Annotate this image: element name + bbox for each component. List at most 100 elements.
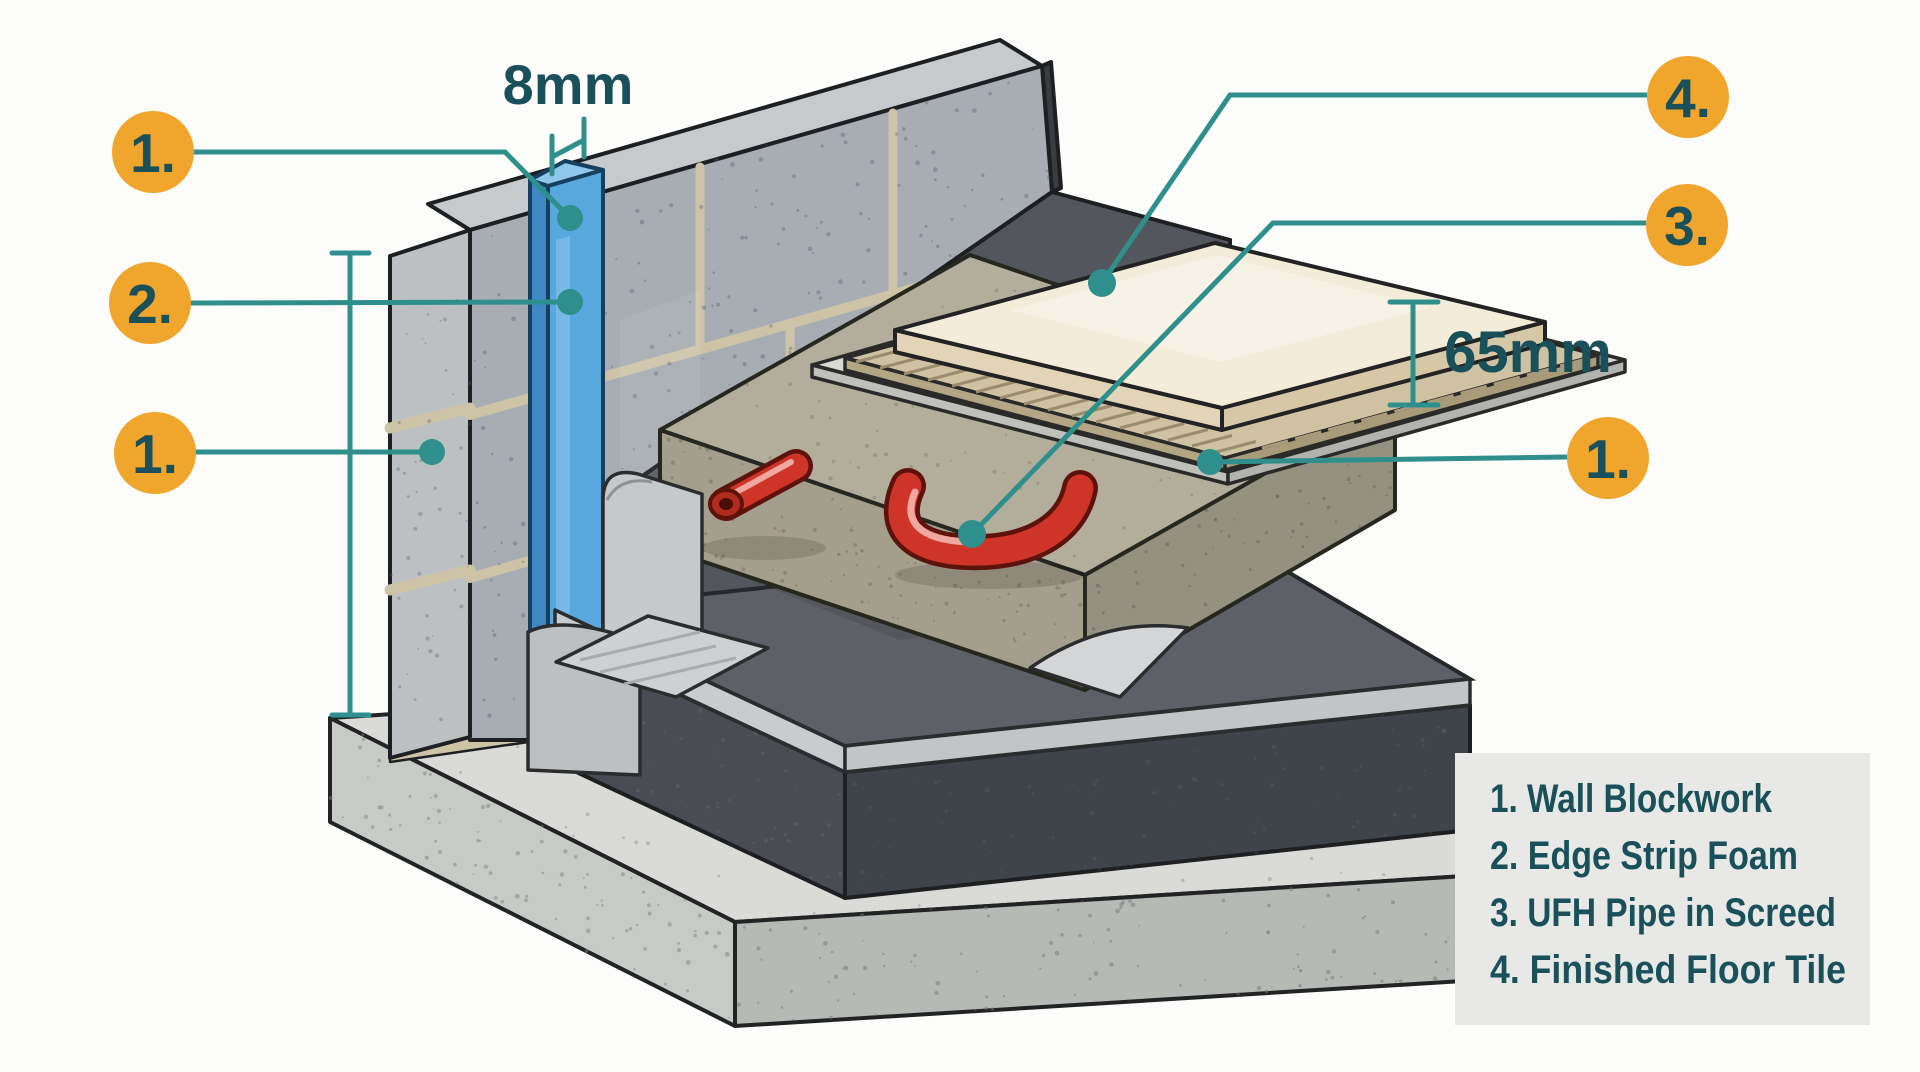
speckle [650,790,653,794]
speckle [620,467,623,470]
speckle [402,471,407,475]
speckle [540,824,544,828]
callout-circles [109,56,1729,499]
speckle [1204,508,1209,513]
speckle [1036,481,1040,485]
speckle [1193,573,1196,576]
speckle [768,928,773,932]
speckle [740,235,745,240]
speckle [880,875,883,878]
speckle [859,211,863,216]
speckle [1168,477,1171,480]
speckle [743,926,746,929]
speckle [716,302,721,307]
speckle [828,476,833,481]
speckle [705,447,710,452]
speckle [883,452,889,457]
speckle [388,827,393,832]
leader-dots [419,205,1223,548]
speckle [1204,552,1208,556]
speckle [883,302,885,305]
speckle [361,733,365,737]
speckle [1136,581,1140,585]
speckle [1179,984,1182,987]
trowel-groove-line [927,368,969,382]
speckle [680,799,683,802]
speckle [860,548,864,553]
speckle [459,770,463,774]
speckle [442,317,447,322]
speckle [933,619,936,622]
speckle [756,946,761,951]
speckle [812,251,815,255]
speckle [497,593,501,597]
speckle [563,849,568,854]
leader-dot-1c [1197,449,1223,475]
ufh-pipes [702,449,1098,589]
speckle [901,127,906,131]
speckle [1356,888,1361,892]
speckle [717,874,721,878]
speckle [864,443,869,448]
speckle [490,579,493,582]
speckle [1351,825,1356,829]
speckle [781,528,786,534]
speckle [358,745,362,750]
speckle [837,999,840,1002]
membrane-flat-sheet [554,614,770,699]
speckle [1275,495,1279,498]
speckle [773,527,777,530]
speckle [1434,960,1438,964]
speckle [721,738,726,743]
speckle [770,837,774,841]
speckle [1382,873,1386,877]
speckle [1180,563,1185,568]
speckle [629,927,633,931]
speckle [924,453,928,457]
speckle [982,839,987,844]
speckle [809,876,814,880]
speckle [1358,524,1361,528]
speckle [486,803,491,809]
membrane-right-band [843,677,1472,774]
speckle [906,561,909,564]
speckle [932,167,938,172]
speckle [417,571,422,576]
speckle [663,730,666,733]
speckle [838,872,843,877]
speckle [724,952,730,957]
speckle [1013,289,1017,293]
speckle [455,881,459,885]
speckle [1340,871,1343,874]
speckle [1204,979,1207,982]
speckle [647,903,651,908]
speckle [361,737,366,742]
speckle [840,132,845,137]
speckle [1180,878,1185,883]
trowel-groove-line [1095,410,1137,424]
speckle [1275,494,1280,499]
wall-speckles [389,81,1051,740]
speckle [680,410,684,414]
mortar-joint-left-face-1 [384,402,476,434]
speckle [1424,932,1428,936]
speckle [620,872,625,877]
speckle [933,178,937,182]
speckle [635,208,640,214]
speckle [1063,636,1067,639]
speckle [815,227,818,230]
speckle [1256,540,1260,544]
speckle [664,982,668,986]
speckle [1092,856,1097,861]
dimension-labels: 8mm 65mm [503,53,1612,385]
speckle [1031,659,1033,662]
speckle [1326,505,1331,510]
speckle [406,333,408,336]
speckle [1055,585,1060,590]
speckle [1442,728,1446,732]
speckle [720,178,723,181]
speckle [413,526,418,531]
speckle [985,995,989,999]
speckle [1109,962,1114,967]
